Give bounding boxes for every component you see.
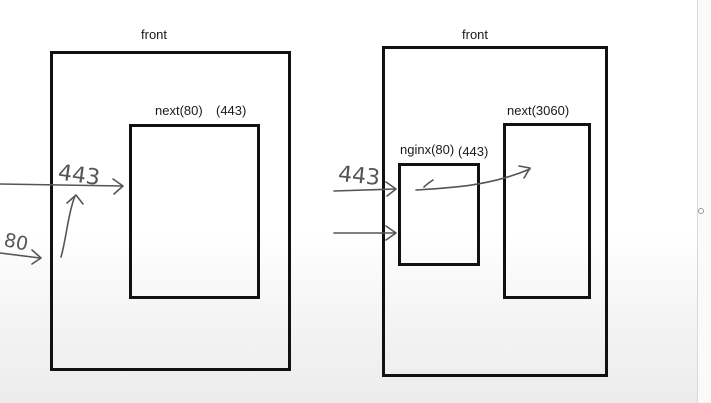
left-80-note: 80 [2,229,30,256]
left-redirect-arrow-line [60,195,76,258]
left-443-arrow-line [0,183,123,187]
right-nginx-label: nginx(80) [400,142,455,157]
left-443-note: 443 [56,160,101,191]
scrollbar-track[interactable] [697,0,711,403]
left-443-arrow-head [112,178,124,195]
left-redirect-arrow-head [66,194,84,205]
left-80-arrow-line [0,252,41,259]
right-nginx-box [398,163,480,266]
right-proxy-arrow-head [518,165,531,179]
right-443-arrow-line [333,188,396,192]
left-next-box [129,124,260,299]
right-80-arrow-head [385,225,397,241]
right-443-note: 443 [337,162,381,191]
right-proxy-arrow-line [415,168,531,191]
left-80-arrow-head [31,249,42,265]
left-next-label: next(80) [155,103,203,118]
right-front-box [382,46,608,377]
right-front-label: front [462,27,489,42]
right-nginx-port-label: (443) [458,144,489,159]
right-scribble [423,179,434,188]
scroll-handle[interactable] [698,208,704,214]
right-443-arrow-head [385,181,397,197]
right-next-label: next(3060) [507,103,570,118]
right-next-box [503,123,591,299]
left-front-label: front [141,27,168,42]
left-front-box [50,51,291,371]
left-next-port-label: (443) [216,103,247,118]
